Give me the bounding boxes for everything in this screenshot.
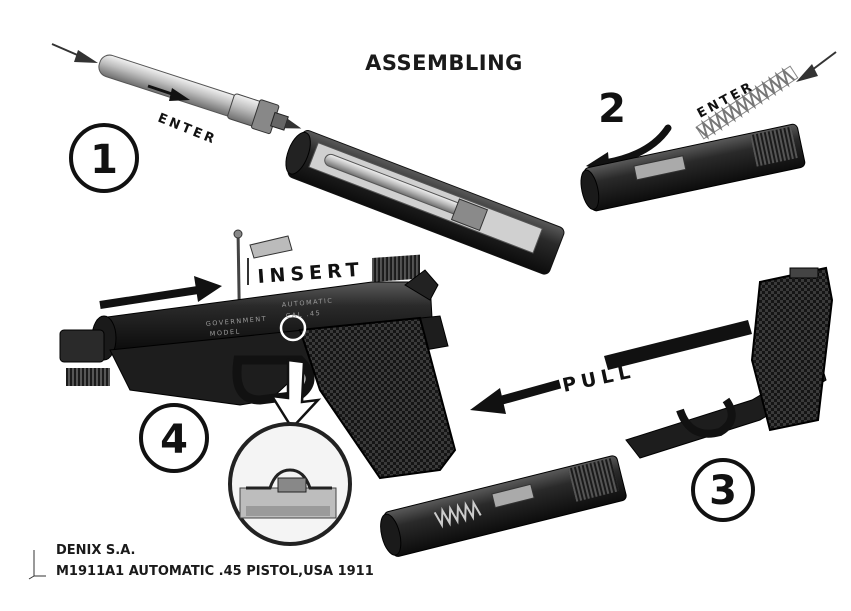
step-4-number: 4 <box>160 417 188 463</box>
step-3-pull-bar <box>604 320 752 370</box>
guide-rod-assembly <box>98 54 302 135</box>
slide-step-2 <box>580 123 806 212</box>
pistol-grip <box>298 316 457 480</box>
step-2-number: 2 <box>598 86 626 132</box>
detail-magnifier <box>228 422 352 546</box>
model-credit: M1911A1 AUTOMATIC .45 PISTOL,USA 1911 <box>56 564 374 579</box>
step-1-number: 1 <box>90 137 118 183</box>
step-3-label: PULL <box>560 360 637 397</box>
slide-stop-hole-highlight <box>279 314 307 342</box>
step-3-circle <box>691 458 755 522</box>
step-4-circle <box>139 403 209 473</box>
recoil-spring-plug <box>66 368 110 386</box>
step-4-group: INSERT <box>59 229 457 546</box>
diagram-title: ASSEMBLING <box>365 51 523 75</box>
cutaway-slide <box>285 130 565 275</box>
pistol-body: GOVERNMENT MODEL AUTOMATIC CAL .45 <box>59 254 457 480</box>
step-1-rod-arrow <box>147 84 190 101</box>
step-3-group: PULL 3 <box>380 266 834 557</box>
step-1-label: ENTER <box>156 111 220 148</box>
step-4-insert-arrow <box>99 276 222 309</box>
pistol-frame-step-3 <box>625 266 834 459</box>
rear-slide-serrations <box>372 254 420 282</box>
engraving-line-2: MODEL <box>209 327 241 338</box>
axis-indicator-icon <box>28 550 46 580</box>
recoil-spring <box>695 65 799 140</box>
step-1-group: 1 ENTER <box>51 43 565 275</box>
step-1-circle <box>69 123 139 193</box>
detail-pointer-arrow <box>269 358 322 431</box>
step-4-label: INSERT <box>257 259 365 288</box>
step-3-number: 3 <box>709 468 737 514</box>
step-1-entry-arrow <box>51 43 98 63</box>
step-2-entry-arrow <box>796 51 837 82</box>
engraving-line-4: CAL .45 <box>285 309 321 320</box>
step-2-group: 2 ENTER <box>580 51 837 212</box>
slide-step-3 <box>380 455 627 557</box>
step-3-pull-arrow <box>470 379 562 414</box>
manufacturer-credit: DENIX S.A. <box>56 543 136 558</box>
